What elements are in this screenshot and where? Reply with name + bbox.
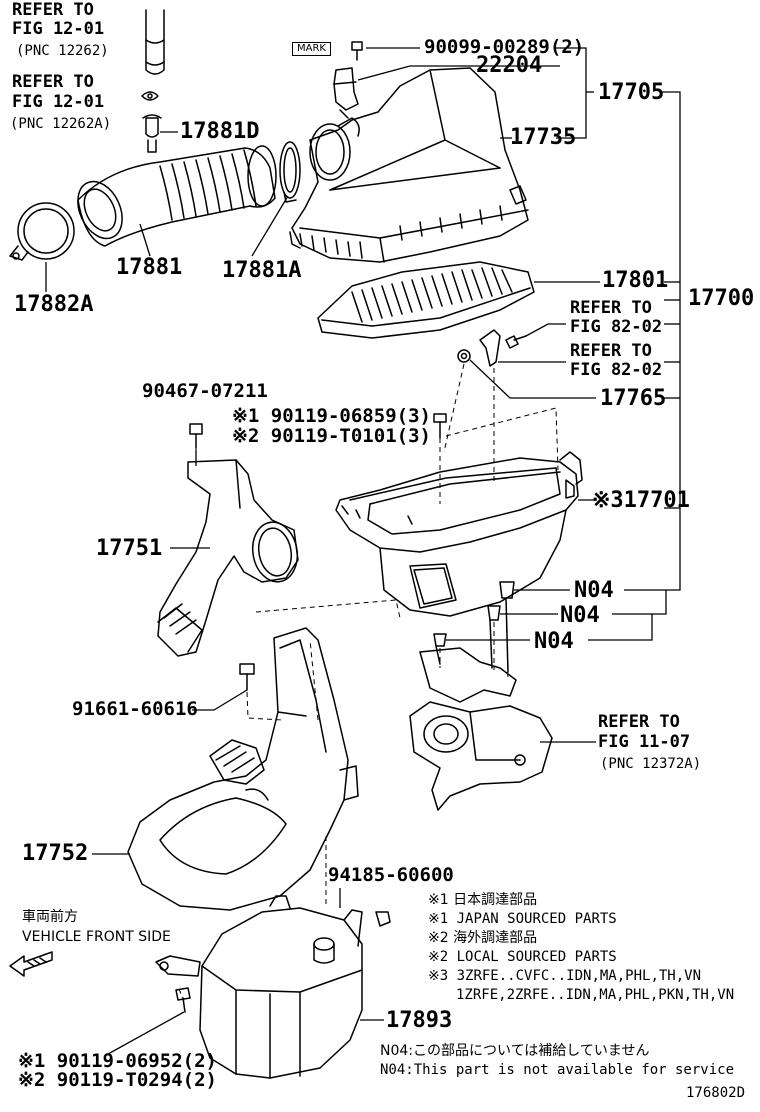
- part-17752[interactable]: 17752: [22, 841, 89, 866]
- leader-17881a: [251, 195, 289, 257]
- mark-label: MARK: [292, 42, 331, 56]
- legend-line-5: ※3 3ZRFE..CVFC..IDN,MA,PHL,TH,VN: [428, 968, 702, 984]
- direction-en: VEHICLE FRONT SIDE: [22, 929, 171, 945]
- ref-fig12-mid-line2[interactable]: FIG 12-01: [12, 92, 105, 112]
- nut-94185-drawing: [375, 911, 391, 927]
- dash-grommet-case: [443, 363, 465, 453]
- part-90119-06859[interactable]: ※1 90119-06859(3): [232, 405, 431, 427]
- ref-fig11-line1: REFER TO: [598, 712, 680, 732]
- leader-22204: [357, 65, 560, 81]
- leader-ref-82-02-a: [525, 323, 566, 337]
- part-17881d[interactable]: 17881D: [180, 119, 260, 144]
- bolt-90119-drawing: [433, 413, 447, 439]
- dash-n04-1: [505, 599, 509, 681]
- filter-element-drawing: [317, 261, 535, 339]
- grommets-drawing: [433, 581, 515, 647]
- figure-id: 176802D: [686, 1085, 746, 1101]
- part-17882a[interactable]: 17882A: [14, 292, 94, 317]
- part-17700[interactable]: 17700: [688, 286, 755, 311]
- legend-line-2: ※1 JAPAN SOURCED PARTS: [428, 911, 617, 927]
- part-17735[interactable]: 17735: [510, 125, 577, 150]
- leader-90119-lower: [107, 1011, 185, 1055]
- direction-jp: 車両前方: [22, 909, 78, 925]
- part-94185-60600[interactable]: 94185-60600: [328, 864, 454, 886]
- part-17881a[interactable]: 17881A: [222, 258, 302, 283]
- vehicle-front-arrow-drawing: [9, 951, 53, 977]
- intake-duct-17751-drawing: [157, 459, 299, 657]
- dash-case-top: [445, 407, 559, 471]
- leader-n04-3-link: [588, 614, 653, 641]
- mount-bracket-drawing: [409, 597, 553, 811]
- ref-fig12-mid-line3: (PNC 12262A): [10, 116, 112, 132]
- intake-duct-17752-drawing: [127, 627, 359, 911]
- vacuum-hose-drawing: [145, 9, 165, 75]
- leader-n04-1-link: [624, 508, 681, 591]
- legend-line-1: ※1 日本調達部品: [428, 892, 538, 908]
- legend-line-6: 1ZRFE,2ZRFE..IDN,MA,PHL,PKN,TH,VN: [456, 987, 735, 1003]
- screw-90099-drawing: [351, 41, 363, 61]
- clamp-17882a-drawing: [9, 202, 75, 261]
- sensor-22204-drawing: [333, 67, 359, 119]
- part-n04-2[interactable]: N04: [560, 603, 600, 628]
- ref-fig11-line3: (PNC 12372A): [600, 756, 702, 772]
- note-jp: N04:この部品については補給していません: [380, 1043, 650, 1059]
- part-17801[interactable]: 17801: [602, 268, 669, 293]
- ref-fig82-a-line1: REFER TO: [570, 298, 652, 318]
- ref-fig12-top-line1: REFER TO: [12, 0, 94, 20]
- legend-line-4: ※2 LOCAL SOURCED PARTS: [428, 949, 617, 965]
- dash-17751-case: [255, 599, 401, 619]
- dash-90119-lower: [177, 985, 185, 1003]
- part-91661-60616[interactable]: 91661-60616: [72, 698, 198, 720]
- resonator-17893-drawing: [155, 895, 363, 1079]
- air-cleaner-cap-drawing: [289, 67, 529, 263]
- clamp-17881a-drawing: [279, 141, 301, 203]
- leader-17765: [469, 359, 596, 399]
- bracket-17765-drawing: [457, 329, 501, 367]
- bolt-91661-drawing: [239, 663, 255, 691]
- part-90119-t0294[interactable]: ※2 90119-T0294(2): [18, 1069, 217, 1091]
- bolt-90467-drawing: [189, 423, 203, 449]
- bolt-ref-drawing: [505, 335, 527, 349]
- fitting-17881d-drawing: [142, 114, 162, 153]
- dash-91661: [246, 691, 283, 721]
- part-90119-t0101[interactable]: ※2 90119-T0101(3): [232, 425, 431, 447]
- part-17765[interactable]: 17765: [600, 386, 667, 411]
- bracket-17705-17735: [556, 47, 587, 139]
- part-17701[interactable]: ※317701: [592, 488, 690, 513]
- clip-drawing: [141, 91, 159, 101]
- part-17881[interactable]: 17881: [116, 255, 183, 280]
- dash-17752-top: [309, 639, 319, 721]
- air-cleaner-case-drawing: [335, 451, 583, 617]
- part-17705[interactable]: 17705: [598, 80, 665, 105]
- part-17893[interactable]: 17893: [386, 1008, 453, 1033]
- part-22204[interactable]: 22204: [476, 53, 543, 78]
- part-n04-3[interactable]: N04: [534, 629, 574, 654]
- part-90099-00289[interactable]: 90099-00289(2): [424, 36, 585, 58]
- leader-n04-2-link: [612, 590, 667, 615]
- ref-fig12-mid-line1: REFER TO: [12, 72, 94, 92]
- part-n04-1[interactable]: N04: [574, 578, 614, 603]
- ref-fig82-b-line1: REFER TO: [570, 341, 652, 361]
- ref-fig82-b-line2[interactable]: FIG 82-02: [570, 360, 663, 380]
- ref-fig11-line2[interactable]: FIG 11-07: [598, 732, 691, 752]
- bracket-17700: [662, 91, 681, 508]
- leader-91661: [192, 689, 248, 711]
- leader-17881: [139, 223, 151, 257]
- ref-fig12-top-line2[interactable]: FIG 12-01: [12, 19, 105, 39]
- part-17751[interactable]: 17751: [96, 536, 163, 561]
- note-en: N04:This part is not available for servi…: [380, 1062, 735, 1078]
- ref-fig82-a-line2[interactable]: FIG 82-02: [570, 317, 663, 337]
- part-90119-06952[interactable]: ※1 90119-06952(2): [18, 1050, 217, 1072]
- hose-17881-drawing: [77, 145, 277, 247]
- legend-line-3: ※2 海外調達部品: [428, 930, 538, 946]
- ref-fig12-top-line3: (PNC 12262): [16, 43, 109, 59]
- part-90467-07211[interactable]: 90467-07211: [142, 380, 268, 402]
